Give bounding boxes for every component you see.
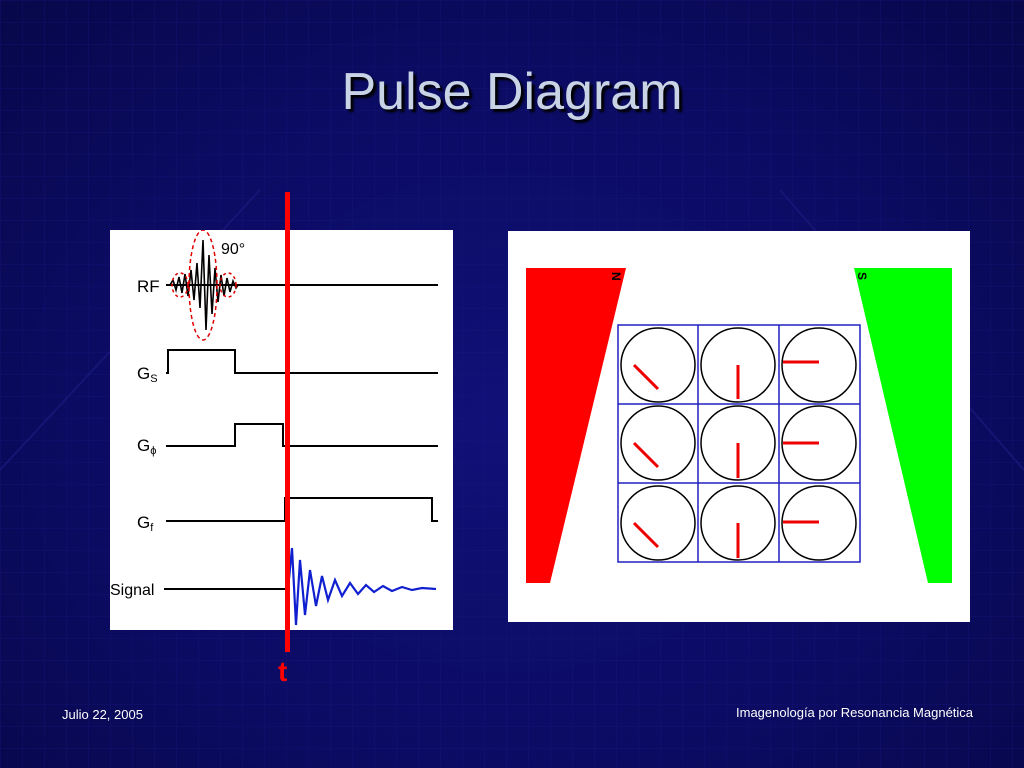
- frequency-gradient-label: Gf: [137, 513, 154, 534]
- north-magnet-wedge: [526, 268, 626, 583]
- spin-vector: [632, 363, 660, 391]
- slice-gradient-row: GS: [137, 349, 438, 385]
- phase-gradient-row: Gϕ: [137, 423, 438, 457]
- spin-cell: [781, 327, 857, 403]
- rf-sidelobe-left: [171, 272, 189, 298]
- phase-gradient-label: Gϕ: [137, 436, 156, 457]
- rf-sinc-pulse: [169, 239, 239, 331]
- spin-circle: [781, 327, 857, 403]
- rf-label: RF: [137, 277, 160, 296]
- south-magnet-wedge: [854, 268, 952, 583]
- phase-gradient-waveform: [166, 423, 438, 447]
- slide-title: Pulse Diagram: [341, 63, 683, 121]
- footer-date: Julio 22, 2005: [62, 707, 143, 722]
- rf-row: RF 90°: [137, 230, 438, 341]
- spin-grid-diagram: N S: [526, 268, 952, 583]
- pulse-sequence-diagram: RF 90° GS Gϕ Gf: [110, 230, 438, 626]
- frequency-gradient-row: Gf: [137, 497, 438, 534]
- spin-cell: [781, 405, 857, 481]
- spin-cell: [781, 485, 857, 561]
- time-cursor-label: t: [278, 656, 288, 687]
- signal-label: Signal: [110, 582, 154, 599]
- signal-row: Signal: [110, 547, 437, 626]
- spin-cell: [700, 405, 776, 481]
- rf-sidelobe-right: [219, 272, 237, 298]
- pulse-sequence-panel: RF 90° GS Gϕ Gf: [110, 230, 453, 630]
- spin-circle: [620, 327, 696, 403]
- spin-cell: [700, 327, 776, 403]
- spin-circle: [620, 405, 696, 481]
- spin-circle: [620, 485, 696, 561]
- north-pole-label: N: [609, 272, 623, 281]
- signal-fid-waveform: [286, 547, 437, 626]
- spin-vector: [632, 521, 660, 549]
- spin-cell: [620, 405, 696, 481]
- voxel-grid-frame: [617, 324, 861, 563]
- spin-grid-panel: N S: [508, 231, 970, 622]
- flip-angle-label: 90°: [221, 241, 245, 258]
- spin-cell: [620, 485, 696, 561]
- spin-vector: [632, 441, 660, 469]
- footer-course-title: Imagenología por Resonancia Magnética: [736, 705, 974, 720]
- spin-cell: [700, 485, 776, 561]
- frequency-gradient-waveform: [166, 497, 438, 522]
- spin-cell: [620, 327, 696, 403]
- south-pole-label: S: [855, 272, 869, 280]
- rf-envelope: [188, 230, 218, 341]
- slice-gradient-label: GS: [137, 364, 158, 385]
- slice-gradient-waveform: [166, 349, 438, 374]
- time-cursor-line: [285, 192, 290, 652]
